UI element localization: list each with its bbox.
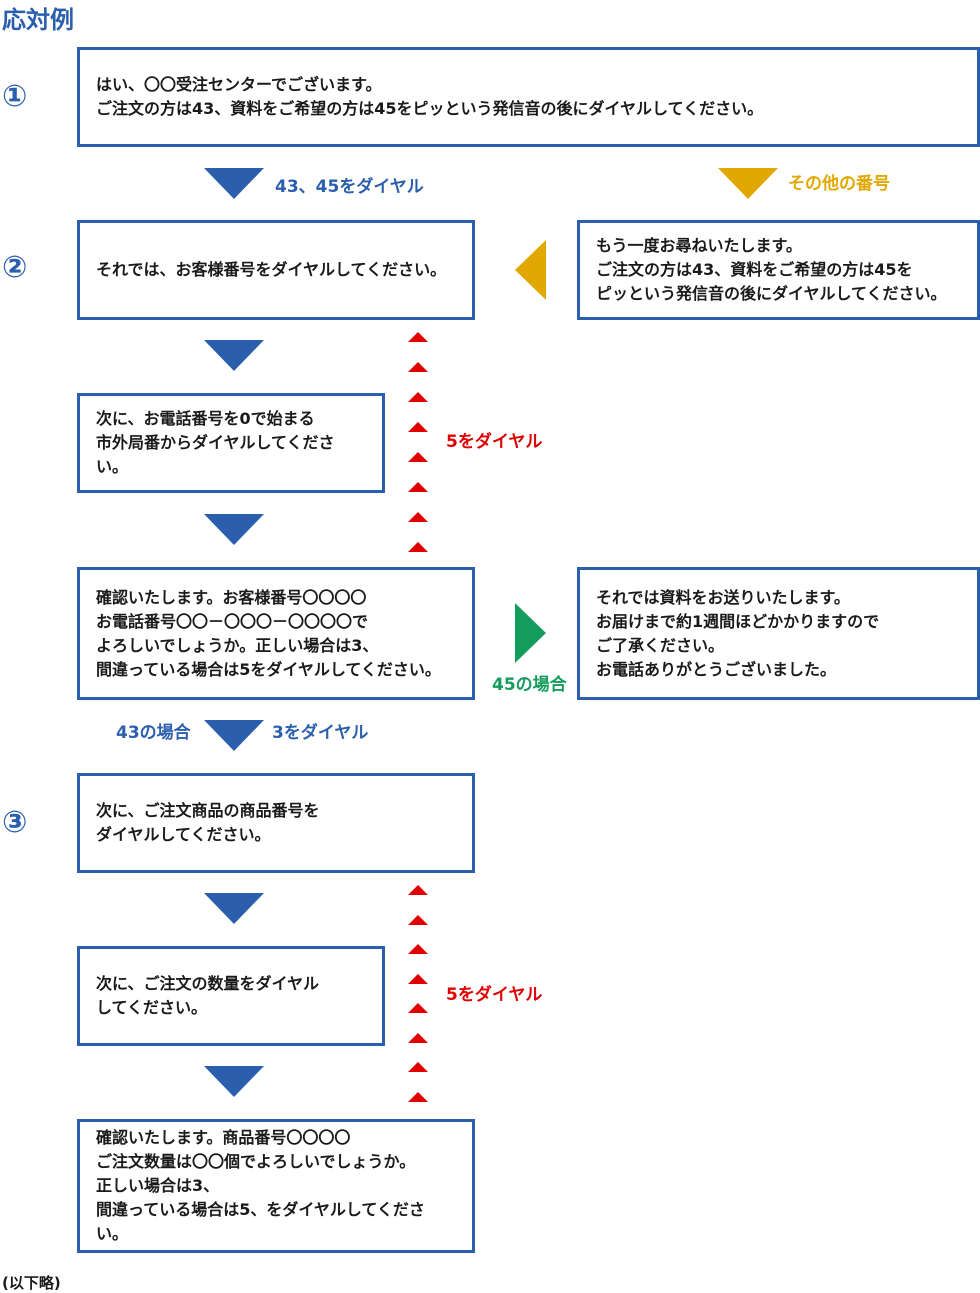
small-up-triangle-icon [408,973,428,984]
small-up-triangle-icon [408,512,428,522]
step-marker-1: ① [2,79,28,114]
small-up-triangle-icon [408,542,428,552]
arrow-down-icon [204,720,264,751]
dial-43-45-label: 43、45をダイヤル [275,177,424,197]
customer-number-text: それでは、お客様番号をダイヤルしてください。 [96,260,447,279]
arrow-down-icon [204,340,264,371]
dial-5-label: 5をダイヤル [446,985,543,1005]
small-up-triangle-icon [408,885,428,895]
small-up-triangle-icon [408,482,428,492]
product-number-box: 次に、ご注文商品の商品番号を ダイヤルしてください。 [77,773,475,873]
materials-text: それでは資料をお送りいたします。 お届けまで約1週間ほどかかりますので ご了承く… [596,587,880,679]
retry-text: もう一度お尋ねいたします。 ご注文の方は43、資料をご希望の方は45を ピッとい… [596,236,947,303]
case-45-label: 45の場合 [492,675,567,695]
confirm-customer-text: 確認いたします。お客様番号〇〇〇〇 お電話番号〇〇－〇〇〇－〇〇〇〇で よろしい… [96,587,441,679]
confirm-order-text: 確認いたします。商品番号〇〇〇〇 ご注文数量は〇〇個でよろしいでしょうか。 正し… [96,1128,425,1243]
phone-number-box: 次に、お電話番号を0で始まる 市外局番からダイヤルしてください。 [77,393,385,493]
greeting-box: はい、〇〇受注センターでございます。 ご注文の方は43、資料をご希望の方は45を… [77,47,980,147]
small-up-triangle-icon [408,392,428,402]
product-number-text: 次に、ご注文商品の商品番号を ダイヤルしてください。 [96,801,320,844]
arrow-down-icon [204,893,264,924]
small-up-triangle-icon [408,914,428,925]
small-up-triangle-icon [408,422,428,432]
arrow-left-yellow-icon [515,240,546,300]
retry-box: もう一度お尋ねいたします。 ご注文の方は43、資料をご希望の方は45を ピッとい… [577,220,980,320]
small-up-triangle-icon [408,1032,428,1043]
small-up-triangle-icon [408,452,428,462]
small-up-triangle-icon [408,944,428,954]
dial-3-label: 3をダイヤル [272,723,369,743]
confirm-order-box: 確認いたします。商品番号〇〇〇〇 ご注文数量は〇〇個でよろしいでしょうか。 正し… [77,1119,475,1253]
arrow-down-icon [204,168,264,199]
arrow-right-green-icon [515,603,546,663]
confirm-customer-box: 確認いたします。お客様番号〇〇〇〇 お電話番号〇〇－〇〇〇－〇〇〇〇で よろしい… [77,567,475,700]
arrow-down-icon [204,1066,264,1097]
small-up-triangle-icon [408,362,428,372]
small-up-triangle-icon [408,1091,428,1102]
case-43-label: 43の場合 [116,723,191,743]
materials-box: それでは資料をお送りいたします。 お届けまで約1週間ほどかかりますので ご了承く… [577,567,980,700]
small-up-triangle-icon [408,1062,428,1072]
footer-note: (以下略) [2,1274,61,1292]
step-marker-3: ③ [2,805,28,840]
quantity-text: 次に、ご注文の数量をダイヤル してください。 [96,974,320,1017]
arrow-down-yellow-icon [718,168,778,199]
phone-number-text: 次に、お電話番号を0で始まる 市外局番からダイヤルしてください。 [96,409,335,476]
small-up-triangle-icon [408,1003,428,1013]
customer-number-box: それでは、お客様番号をダイヤルしてください。 [77,220,475,320]
dial-5-label: 5をダイヤル [446,432,543,452]
small-up-triangle-icon [408,332,428,342]
other-number-label: その他の番号 [788,174,890,194]
arrow-down-icon [204,514,264,545]
quantity-box: 次に、ご注文の数量をダイヤル してください。 [77,946,385,1046]
step-marker-2: ② [2,250,28,285]
page-title: 応対例 [2,6,74,34]
greeting-text: はい、〇〇受注センターでございます。 ご注文の方は43、資料をご希望の方は45を… [96,75,764,118]
